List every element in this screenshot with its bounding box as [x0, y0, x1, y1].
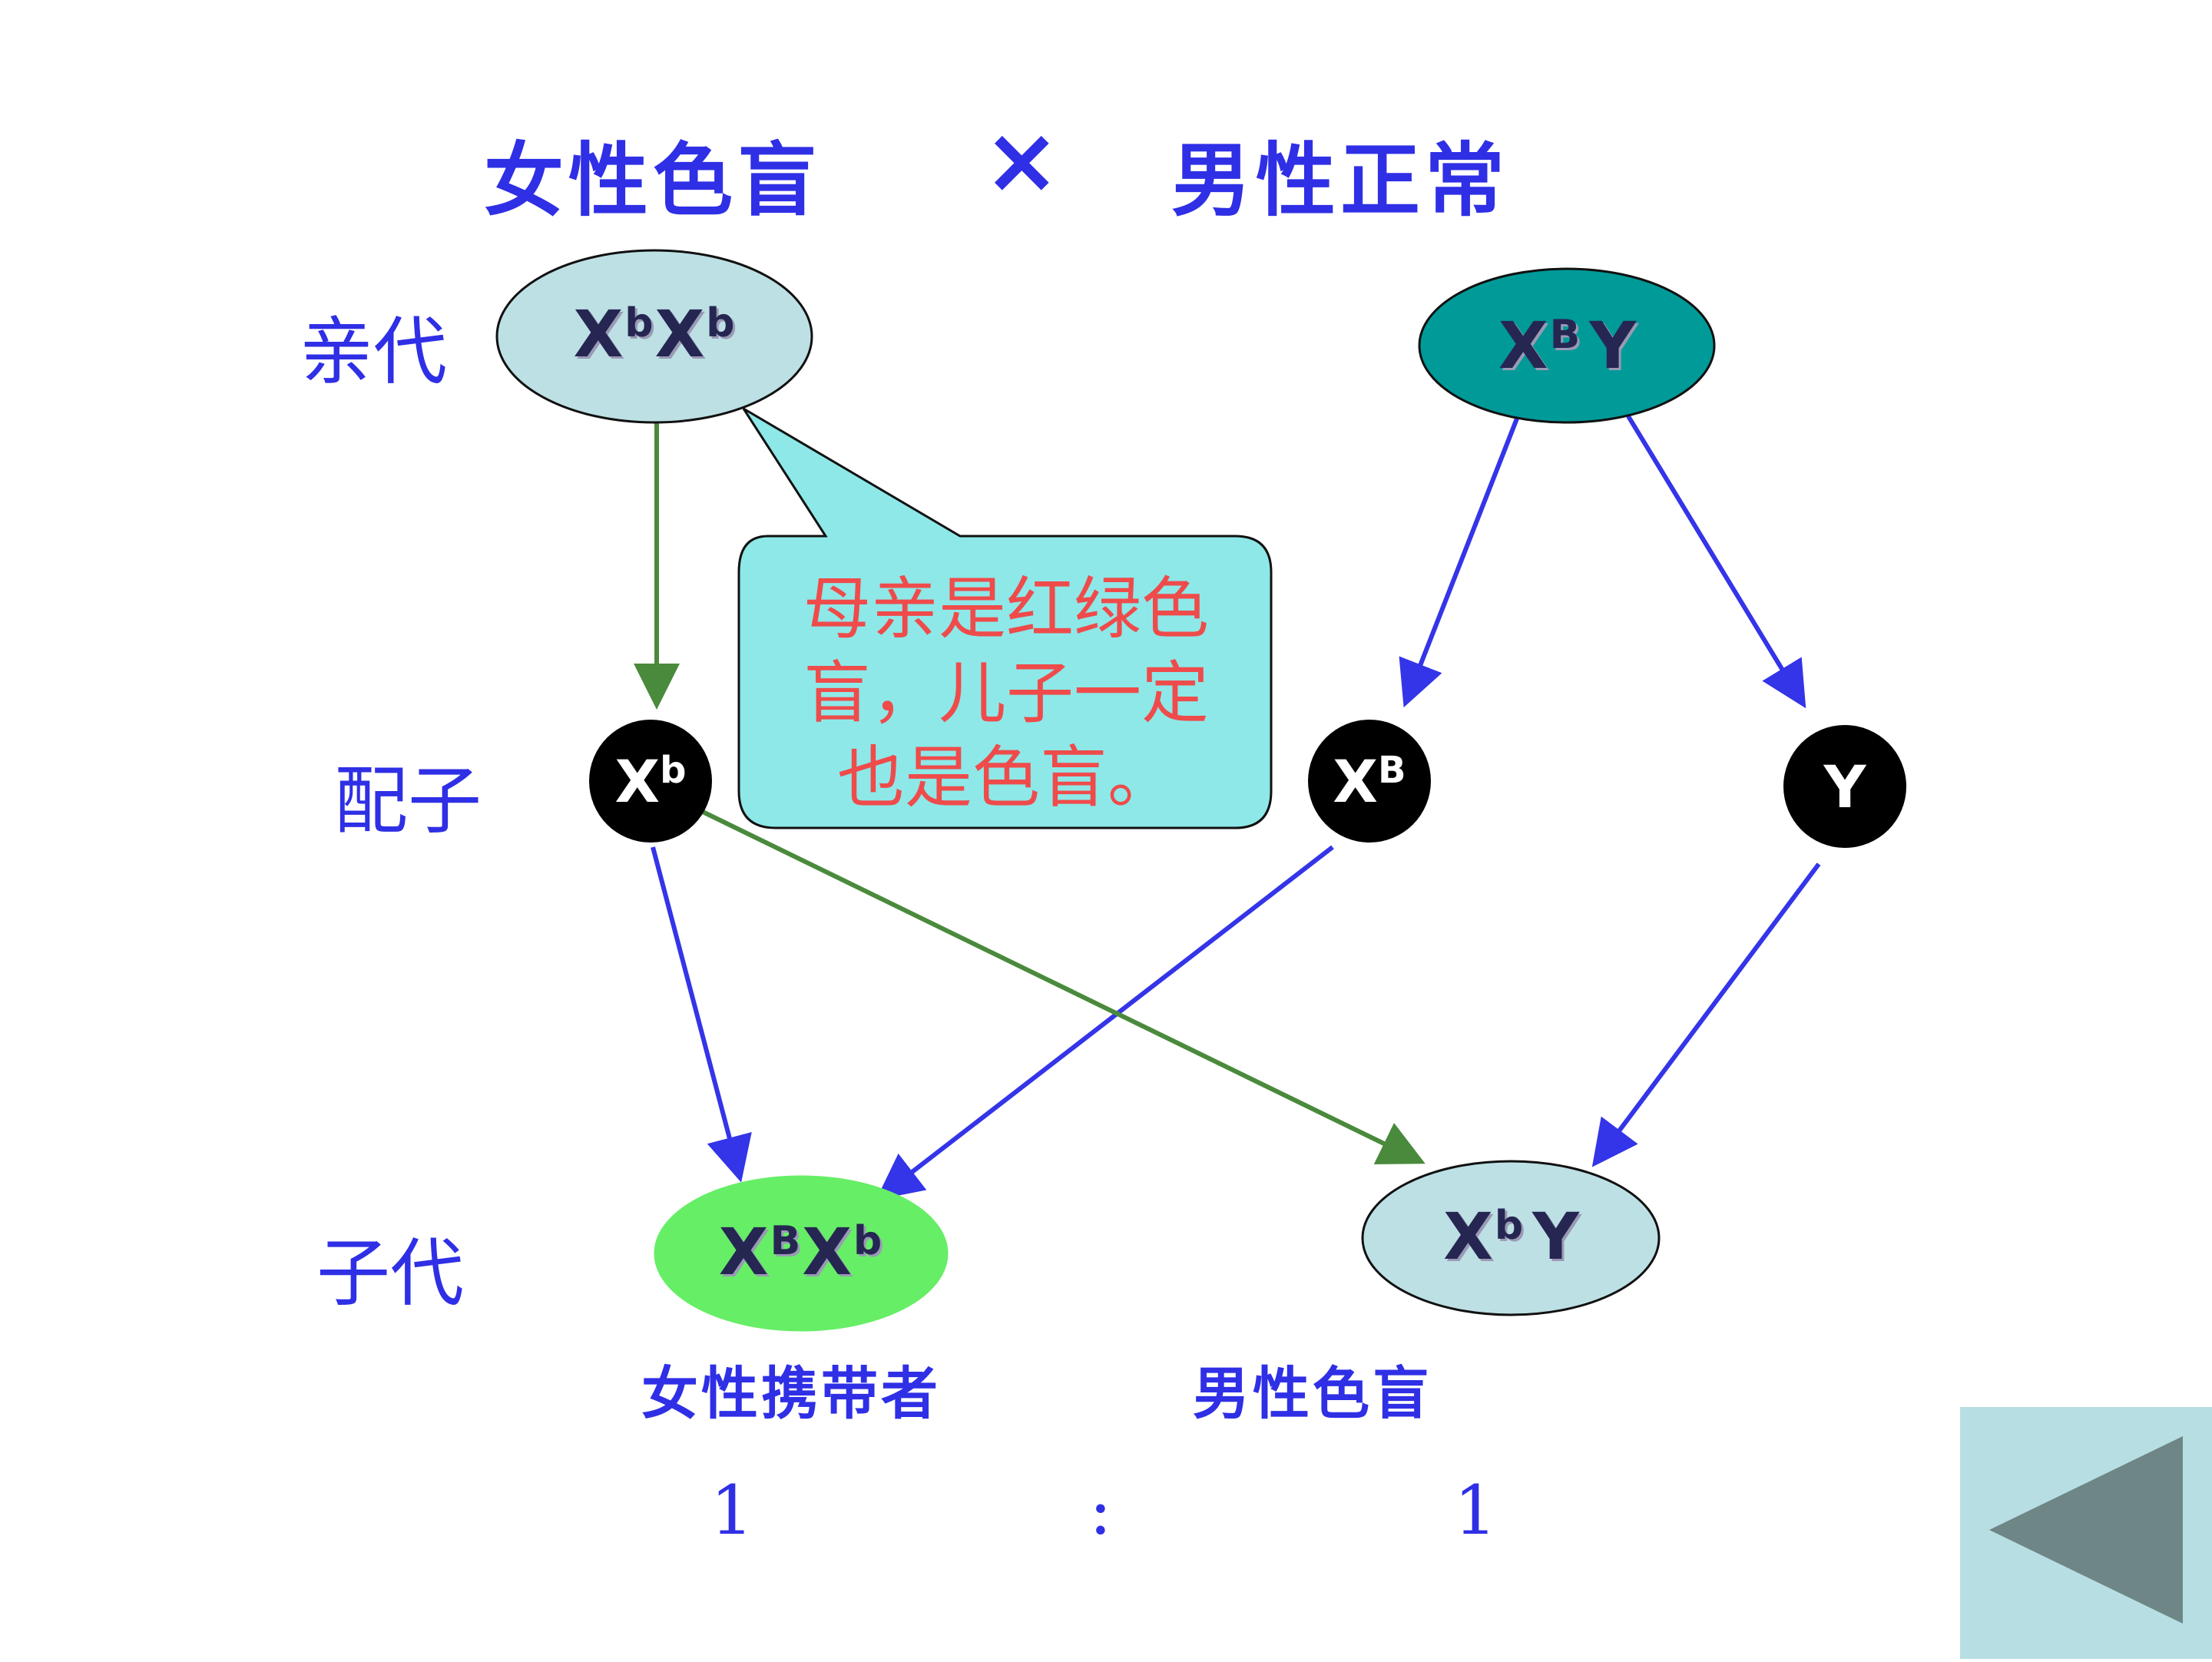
daughter-ellipse: [654, 1175, 949, 1332]
ratio-colon: :: [1089, 1471, 1112, 1550]
arrow-father-to-xB: [1399, 417, 1519, 708]
father-ellipse: [1418, 267, 1716, 424]
row-label-gametes: 配子: [334, 758, 482, 844]
arrow-xB-to-daughter: [876, 845, 1334, 1200]
callout-line-3: 也是色盲。: [836, 738, 1175, 817]
callout-line-1: 母亲是红绿色: [803, 569, 1209, 648]
gamete-father-y: Y: [1783, 725, 1906, 848]
son-ellipse: [1361, 1160, 1661, 1316]
daughter-label: 女性携带者: [641, 1361, 941, 1427]
row-label-parents: 亲代: [300, 309, 447, 395]
callout-text: 母亲是红绿色 盲，儿子一定 也是色盲。: [760, 567, 1252, 820]
ratio-left: 1: [710, 1471, 753, 1550]
ratio-right: 1: [1454, 1471, 1497, 1550]
back-triangle-icon: [1989, 1436, 2183, 1624]
arrow-xb-to-daughter: [651, 846, 752, 1183]
son-label: 男性色盲: [1193, 1361, 1432, 1427]
title-female: 女性色盲: [484, 134, 823, 227]
row-label-offspring: 子代: [316, 1230, 464, 1316]
callout-bubble: [737, 407, 1273, 829]
title-cross: ×: [983, 108, 1061, 214]
mother-ellipse: [495, 249, 813, 424]
callout-line-2: 盲，儿子一定: [803, 654, 1209, 733]
arrow-xb-to-son: [701, 809, 1426, 1164]
back-button[interactable]: [1960, 1407, 2212, 1659]
arrow-father-to-y: [1626, 415, 1806, 709]
title-male: 男性正常: [1171, 134, 1510, 227]
arrow-y-to-son: [1591, 862, 1821, 1167]
